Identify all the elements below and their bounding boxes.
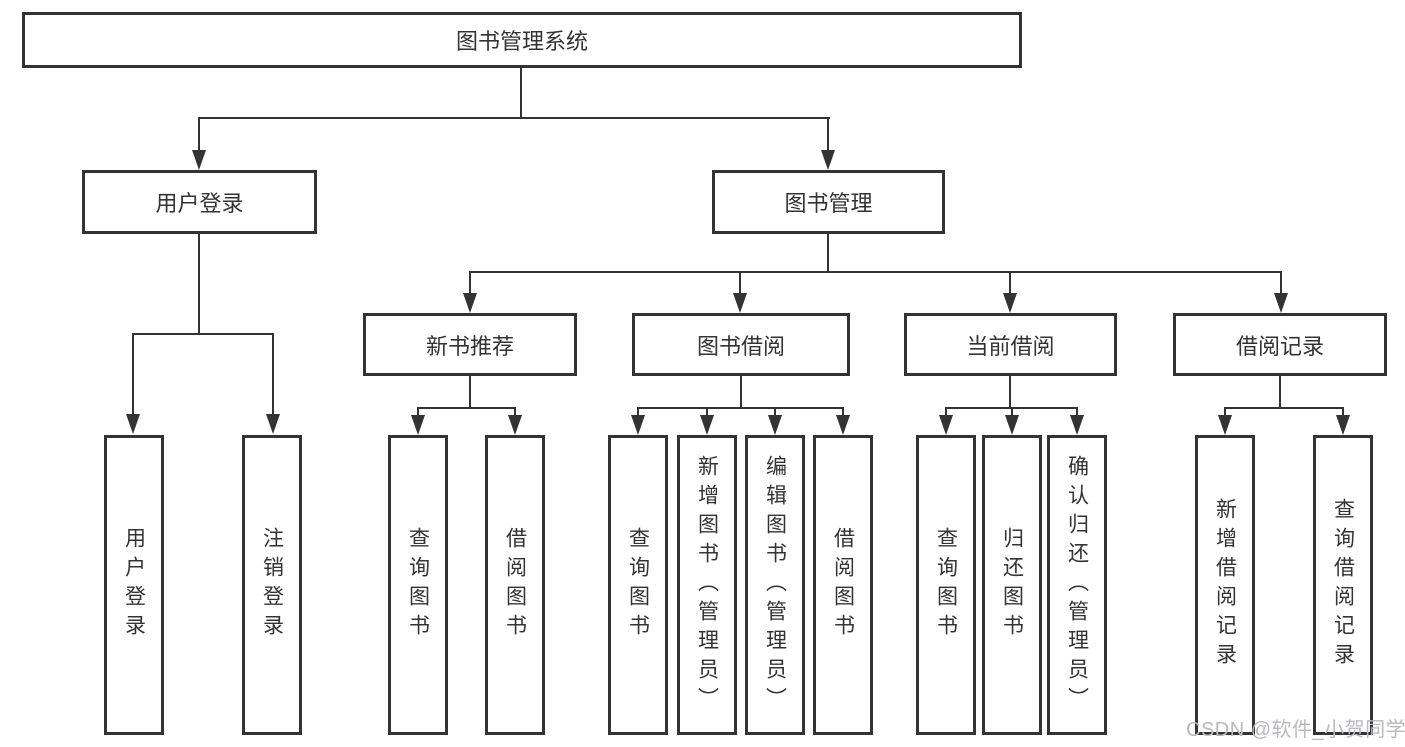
node-new-book-recommend: 新书推荐 <box>363 313 577 376</box>
connector-drop-leaf <box>1224 407 1226 416</box>
arrow-down-icon <box>1274 293 1288 313</box>
leaf-query-books-borrow: 查询图书 <box>608 435 668 735</box>
connector-drop-leaf <box>842 407 844 416</box>
connector-root-stem <box>520 68 522 119</box>
leaf-query-borrow-record: 查询借阅记录 <box>1313 435 1373 735</box>
node-book-management-label: 图书管理 <box>784 191 873 216</box>
connector-drop-leaf <box>514 407 516 416</box>
connector-drop-user-login <box>198 117 200 151</box>
node-borrow-records: 借阅记录 <box>1173 313 1387 376</box>
leaf-user-login-label: 用户登录 <box>122 527 146 643</box>
leaf-query-books-current-label: 查询图书 <box>934 527 958 643</box>
connector-drop-bookborrow <box>739 271 741 294</box>
arrow-down-icon <box>700 415 714 435</box>
arrow-down-icon <box>1070 415 1084 435</box>
node-library-system: 图书管理系统 <box>22 12 1022 68</box>
connector-bookmgmt-bar <box>469 271 1282 273</box>
arrow-down-icon <box>508 415 522 435</box>
leaf-edit-books-admin: 编辑图书（管理员） <box>745 435 805 735</box>
leaf-logout: 注销登录 <box>242 435 302 735</box>
leaf-query-borrow-record-label: 查询借阅记录 <box>1331 498 1355 672</box>
connector-drop-newbook <box>469 271 471 294</box>
connector-newbook-bar <box>417 407 516 409</box>
connector-drop-leaf <box>706 407 708 416</box>
leaf-query-books-current: 查询图书 <box>916 435 976 735</box>
connector-drop-leaf <box>774 407 776 416</box>
connector-userlogin-stem <box>198 234 200 335</box>
arrow-down-icon <box>463 293 477 313</box>
node-current-borrow: 当前借阅 <box>904 313 1117 376</box>
leaf-edit-books-admin-label: 编辑图书（管理员） <box>763 454 787 716</box>
leaf-logout-label: 注销登录 <box>260 527 284 643</box>
arrow-down-icon <box>631 415 645 435</box>
node-borrow-records-label: 借阅记录 <box>1235 333 1324 359</box>
leaf-return-books-label: 归还图书 <box>1000 527 1024 643</box>
connector-bookmgmt-stem <box>827 234 829 273</box>
leaf-borrow-books: 借阅图书 <box>813 435 873 735</box>
connector-drop-leaf <box>945 407 947 416</box>
connector-userlogin-bar <box>132 333 274 335</box>
leaf-add-books-admin-label: 新增图书（管理员） <box>695 454 719 716</box>
connector-drop-leaf <box>637 407 639 416</box>
arrow-down-icon <box>768 415 782 435</box>
arrow-down-icon <box>1005 415 1019 435</box>
connector-drop-leaf <box>132 333 134 414</box>
connector-currentborrow-stem <box>1009 376 1011 409</box>
connector-drop-leaf <box>1342 407 1344 416</box>
leaf-add-borrow-record: 新增借阅记录 <box>1195 435 1255 735</box>
connector-drop-currentborrow <box>1009 271 1011 294</box>
leaf-add-books-admin: 新增图书（管理员） <box>677 435 737 735</box>
node-user-login-label: 用户登录 <box>155 191 244 216</box>
connector-drop-book-mgmt <box>827 117 829 151</box>
watermark: CSDN @软件_小贺同学 <box>1186 719 1405 741</box>
arrow-down-icon <box>266 414 280 434</box>
node-book-borrow-label: 图书借阅 <box>696 333 785 359</box>
leaf-borrow-books-recommend: 借阅图书 <box>485 435 545 735</box>
leaf-user-login: 用户登录 <box>104 435 164 735</box>
node-new-book-recommend-label: 新书推荐 <box>425 333 514 359</box>
arrow-down-icon <box>1218 415 1232 435</box>
arrow-down-icon <box>836 415 850 435</box>
arrow-down-icon <box>733 293 747 313</box>
arrow-down-icon <box>1336 415 1350 435</box>
arrow-down-icon <box>939 415 953 435</box>
node-book-borrow: 图书借阅 <box>632 313 850 376</box>
leaf-add-borrow-record-label: 新增借阅记录 <box>1213 498 1237 672</box>
connector-borrowrecords-bar <box>1224 407 1344 409</box>
connector-bookborrow-bar <box>637 407 844 409</box>
connector-drop-leaf <box>1076 407 1078 416</box>
leaf-borrow-books-recommend-label: 借阅图书 <box>503 527 527 643</box>
arrow-down-icon <box>126 414 140 434</box>
node-current-borrow-label: 当前借阅 <box>966 333 1055 359</box>
leaf-confirm-return-admin-label: 确认归还（管理员） <box>1065 454 1089 716</box>
connector-newbook-stem <box>469 376 471 409</box>
leaf-confirm-return-admin: 确认归还（管理员） <box>1047 435 1107 735</box>
leaf-query-books-recommend: 查询图书 <box>388 435 448 735</box>
node-user-login: 用户登录 <box>82 170 317 234</box>
arrow-down-icon <box>411 415 425 435</box>
connector-borrowrecords-stem <box>1279 376 1281 409</box>
connector-drop-leaf <box>1011 407 1013 416</box>
arrow-down-icon <box>192 150 206 170</box>
connector-drop-borrowrecords <box>1280 271 1282 294</box>
leaf-return-books: 归还图书 <box>982 435 1042 735</box>
leaf-query-books-borrow-label: 查询图书 <box>626 527 650 643</box>
leaf-borrow-books-label: 借阅图书 <box>831 527 855 643</box>
connector-drop-leaf <box>272 333 274 414</box>
connector-bookborrow-stem <box>740 376 742 409</box>
node-library-system-label: 图书管理系统 <box>455 29 588 54</box>
node-book-management: 图书管理 <box>712 170 945 234</box>
arrow-down-icon <box>1003 293 1017 313</box>
connector-root-bar <box>198 117 830 119</box>
arrow-down-icon <box>821 150 835 170</box>
leaf-query-books-recommend-label: 查询图书 <box>406 527 430 643</box>
connector-drop-leaf <box>417 407 419 416</box>
